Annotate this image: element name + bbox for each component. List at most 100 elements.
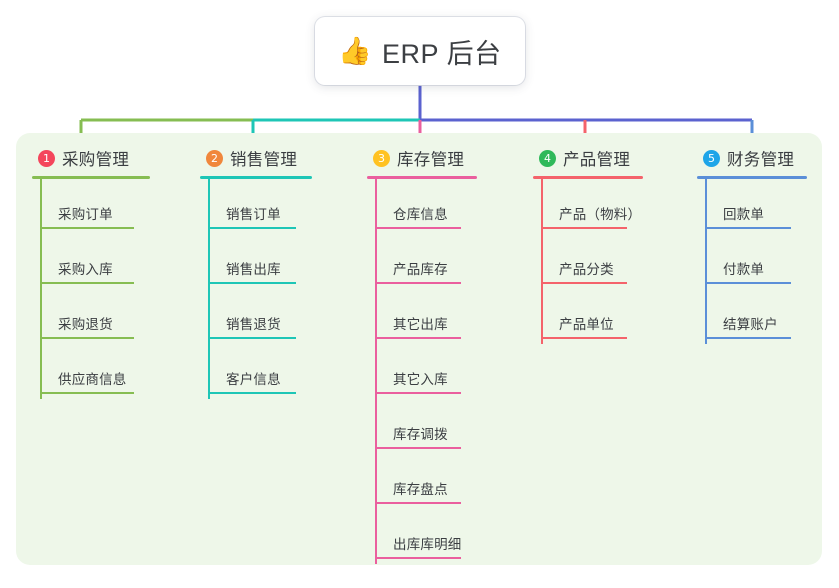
branch-item[interactable]: 采购退货 — [32, 289, 150, 344]
branch-column-3: 3 库存管理仓库信息产品库存其它出库其它入库库存调拨库存盘点出库库明细 — [367, 145, 477, 564]
branch-column-1: 1 采购管理采购订单采购入库采购退货供应商信息 — [32, 145, 150, 399]
branch-item-label: 客户信息 — [226, 372, 281, 387]
branch-number-badge: 2 — [206, 149, 223, 167]
branch-item-rule — [541, 227, 627, 229]
branch-number-badge: 1 — [38, 149, 55, 167]
branch-header-rule — [697, 176, 807, 179]
branch-item[interactable]: 产品分类 — [533, 234, 643, 289]
branch-item-label: 供应商信息 — [58, 372, 127, 387]
branch-item-label: 其它入库 — [393, 372, 448, 387]
branch-item[interactable]: 其它出库 — [367, 289, 477, 344]
branch-item-rule — [40, 282, 134, 284]
branch-item-rule — [375, 337, 461, 339]
branch-header-rule — [200, 176, 312, 179]
branch-number-badge: 5 — [703, 149, 720, 167]
branch-title: 采购管理 — [62, 151, 130, 169]
branch-item-list: 产品（物料） 产品分类产品单位 — [533, 179, 643, 344]
branch-item-rule — [375, 282, 461, 284]
branch-header-rule — [32, 176, 150, 179]
branch-spine — [375, 179, 377, 564]
branch-item[interactable]: 产品单位 — [533, 289, 643, 344]
branch-header-2[interactable]: 2 销售管理 — [200, 145, 312, 171]
branch-item[interactable]: 其它入库 — [367, 344, 477, 399]
branch-item-label: 产品库存 — [393, 262, 448, 277]
branch-header-1[interactable]: 1 采购管理 — [32, 145, 150, 171]
branch-item-label: 采购入库 — [58, 262, 113, 277]
branch-item-label: 采购退货 — [58, 317, 113, 332]
branch-item[interactable]: 销售订单 — [200, 179, 312, 234]
branch-item-label: 销售出库 — [226, 262, 281, 277]
branch-column-2: 2 销售管理销售订单销售出库销售退货客户信息 — [200, 145, 312, 399]
branch-spine — [705, 179, 707, 344]
branch-item-label: 产品分类 — [559, 262, 614, 277]
branch-spine — [541, 179, 543, 344]
branch-item-label: 库存盘点 — [393, 482, 448, 497]
branch-item-rule — [541, 337, 627, 339]
thumbs-up-icon: 👍 — [338, 35, 373, 67]
branch-item-label: 销售退货 — [226, 317, 281, 332]
branch-number-badge: 3 — [373, 149, 390, 167]
branch-item-rule — [375, 447, 461, 449]
branch-item-label: 结算账户 — [723, 317, 778, 332]
branch-item-rule — [208, 282, 296, 284]
branch-header-3[interactable]: 3 库存管理 — [367, 145, 477, 171]
branch-column-5: 5 财务管理回款单付款单结算账户 — [697, 145, 807, 344]
branch-item[interactable]: 产品库存 — [367, 234, 477, 289]
branch-item-rule — [375, 227, 461, 229]
branch-number-badge: 4 — [539, 149, 556, 167]
branch-header-5[interactable]: 5 财务管理 — [697, 145, 807, 171]
branch-item-rule — [40, 227, 134, 229]
branch-item-list: 采购订单采购入库采购退货供应商信息 — [32, 179, 150, 399]
branch-item[interactable]: 回款单 — [697, 179, 807, 234]
branch-title: 产品管理 — [563, 151, 631, 169]
branch-title: 销售管理 — [230, 151, 298, 169]
root-node[interactable]: 👍 ERP 后台 — [315, 17, 525, 85]
branch-item-rule — [375, 557, 461, 559]
branch-item[interactable]: 库存调拨 — [367, 399, 477, 454]
branch-item-rule — [705, 282, 791, 284]
branch-item[interactable]: 客户信息 — [200, 344, 312, 399]
branch-item[interactable]: 销售退货 — [200, 289, 312, 344]
branch-item-label: 产品（物料） — [559, 207, 642, 222]
branch-header-4[interactable]: 4 产品管理 — [533, 145, 643, 171]
branch-item-rule — [208, 337, 296, 339]
branch-item-rule — [208, 227, 296, 229]
branch-header-rule — [533, 176, 643, 179]
branch-item-label: 付款单 — [723, 262, 765, 277]
branch-item-rule — [541, 282, 627, 284]
branch-item[interactable]: 采购入库 — [32, 234, 150, 289]
branch-spine — [208, 179, 210, 399]
branch-title: 库存管理 — [397, 151, 465, 169]
branch-item[interactable]: 仓库信息 — [367, 179, 477, 234]
branch-item-rule — [705, 227, 791, 229]
root-node-content: 👍 ERP 后台 — [338, 32, 501, 71]
branch-item[interactable]: 结算账户 — [697, 289, 807, 344]
branch-item-list: 仓库信息产品库存其它出库其它入库库存调拨库存盘点出库库明细 — [367, 179, 477, 564]
branch-item-label: 采购订单 — [58, 207, 113, 222]
branch-item-list: 回款单付款单结算账户 — [697, 179, 807, 344]
branch-item-label: 仓库信息 — [393, 207, 448, 222]
branch-item-label: 回款单 — [723, 207, 765, 222]
branch-item-rule — [375, 392, 461, 394]
branch-item-label: 销售订单 — [226, 207, 281, 222]
branch-title: 财务管理 — [727, 151, 795, 169]
branch-item-label: 其它出库 — [393, 317, 448, 332]
branch-item-rule — [375, 502, 461, 504]
branch-item[interactable]: 采购订单 — [32, 179, 150, 234]
root-title: ERP 后台 — [382, 38, 502, 69]
branch-item-rule — [705, 337, 791, 339]
branch-header-rule — [367, 176, 477, 179]
branch-item[interactable]: 付款单 — [697, 234, 807, 289]
branch-item[interactable]: 销售出库 — [200, 234, 312, 289]
branch-item-rule — [208, 392, 296, 394]
branch-item-list: 销售订单销售出库销售退货客户信息 — [200, 179, 312, 399]
branch-item[interactable]: 供应商信息 — [32, 344, 150, 399]
branches-panel — [16, 133, 822, 565]
branch-item[interactable]: 库存盘点 — [367, 454, 477, 509]
branch-item-label: 库存调拨 — [393, 427, 448, 442]
branch-item-rule — [40, 392, 134, 394]
branch-item[interactable]: 产品（物料） — [533, 179, 643, 234]
branch-item[interactable]: 出库库明细 — [367, 509, 477, 564]
branch-spine — [40, 179, 42, 399]
